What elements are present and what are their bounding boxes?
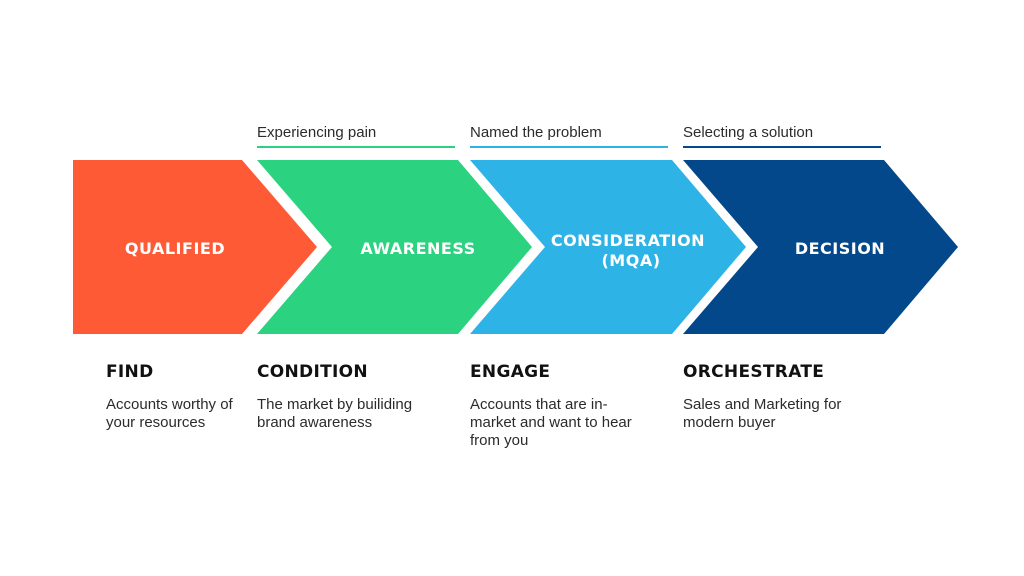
chevron-qualified: QUALIFIED bbox=[73, 160, 317, 334]
chevron-decision-shape bbox=[683, 160, 958, 334]
step-title-condition: CONDITION bbox=[257, 362, 368, 382]
step-title-find: FIND bbox=[106, 362, 154, 382]
step-title-engage: ENGAGE bbox=[470, 362, 551, 382]
chevron-qualified-label: QUALIFIED bbox=[125, 239, 225, 258]
chevron-qualified-label-line: QUALIFIED bbox=[125, 239, 225, 258]
step-desc-engage: Accounts that are in-market and want to … bbox=[470, 396, 632, 449]
stage-label-experiencing-pain: Experiencing pain bbox=[257, 124, 377, 141]
stage-underline-named-problem bbox=[470, 146, 668, 148]
chevron-decision-label: DECISION bbox=[795, 239, 885, 258]
step-title-orchestrate: ORCHESTRATE bbox=[683, 362, 825, 382]
step-desc-orchestrate: Sales and Marketing for modern buyer bbox=[683, 396, 842, 431]
chevron-decision-label-line: DECISION bbox=[795, 239, 885, 258]
chevron-consideration-shape bbox=[470, 160, 746, 334]
step-desc-condition: The market by builiding brand awareness bbox=[257, 396, 413, 431]
stage-label-named-problem: Named the problem bbox=[470, 124, 602, 141]
chevron-consideration-label: CONSIDERATION (MQA) bbox=[551, 231, 711, 270]
chevron-consideration-label-line-1: CONSIDERATION bbox=[551, 231, 705, 250]
chevron-decision: DECISION bbox=[683, 160, 958, 334]
stage-underline-selecting-solution bbox=[683, 146, 881, 148]
chevron-qualified-shape bbox=[73, 160, 317, 334]
stage-label-selecting-solution: Selecting a solution bbox=[683, 124, 814, 141]
chevron-awareness: AWARENESS bbox=[257, 160, 532, 334]
chevron-awareness-label-line: AWARENESS bbox=[360, 239, 475, 258]
chevron-consideration: CONSIDERATION (MQA) bbox=[470, 160, 746, 334]
stage-underline-experiencing-pain bbox=[257, 146, 455, 148]
chevron-awareness-label: AWARENESS bbox=[360, 239, 475, 258]
chevron-consideration-label-line-2: (MQA) bbox=[601, 251, 660, 270]
step-desc-find: Accounts worthy of your resources bbox=[106, 396, 233, 431]
chevron-awareness-shape bbox=[257, 160, 532, 334]
